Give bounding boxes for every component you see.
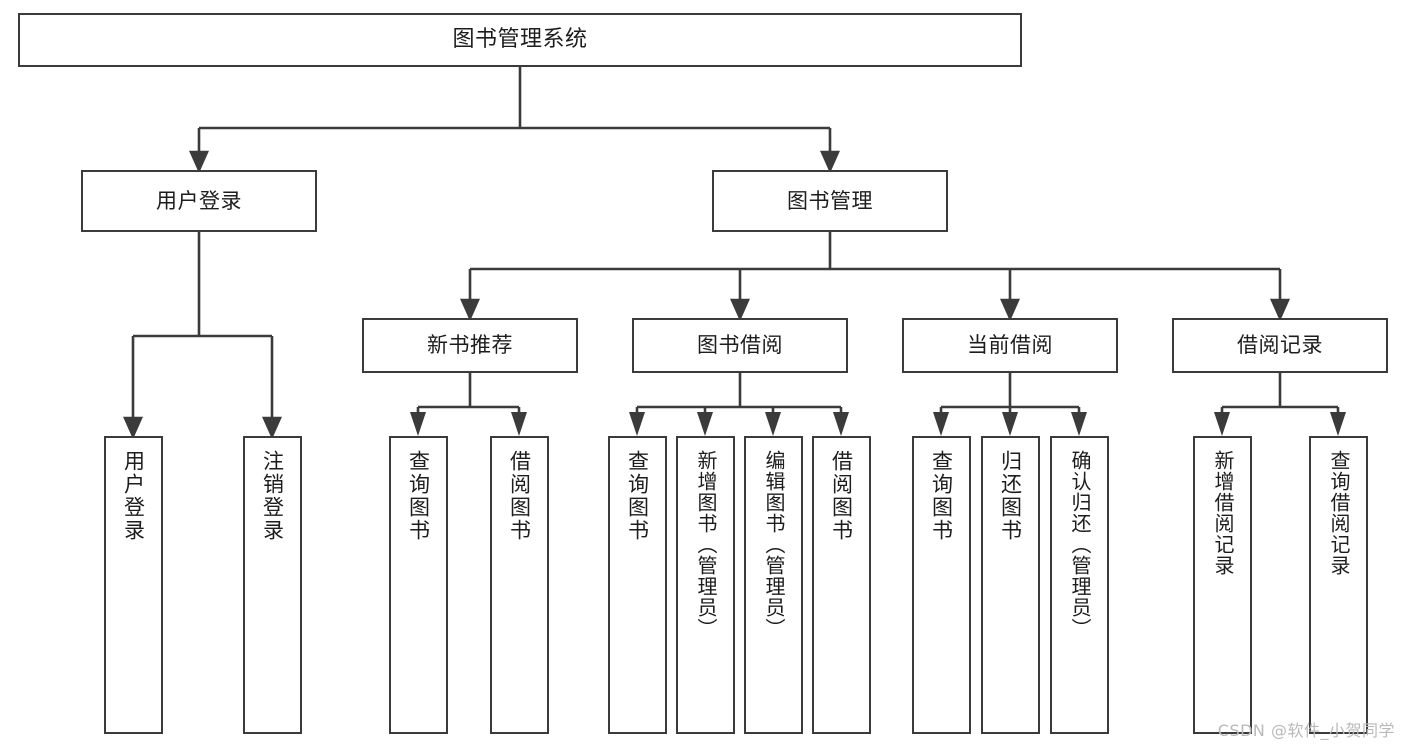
node-book-management[interactable]: 图书管理: [712, 170, 948, 232]
leaf-current-borrow-query[interactable]: 查询图书: [912, 436, 971, 734]
leaf-borrow-record-add[interactable]: 新增借阅记录: [1193, 436, 1252, 734]
node-label: 新增借阅记录: [1211, 450, 1235, 576]
node-label: 查询图书: [406, 450, 431, 542]
leaf-book-borrow-borrow[interactable]: 借阅图书: [812, 436, 871, 734]
leaf-user-login-login[interactable]: 用户登录: [104, 436, 163, 734]
leaf-current-borrow-confirm-return[interactable]: 确认归还（管理员）: [1050, 436, 1109, 734]
leaf-borrow-record-query[interactable]: 查询借阅记录: [1309, 436, 1368, 734]
node-current-borrow[interactable]: 当前借阅: [902, 318, 1118, 373]
node-label: 当前借阅: [967, 333, 1053, 358]
node-label: 查询图书: [929, 450, 954, 542]
node-label: 用户登录: [121, 450, 146, 542]
node-user-login[interactable]: 用户登录: [81, 170, 317, 232]
node-label: 查询借阅记录: [1327, 450, 1351, 576]
node-label: 新书推荐: [427, 333, 513, 358]
leaf-book-borrow-query[interactable]: 查询图书: [608, 436, 667, 734]
leaf-current-borrow-return[interactable]: 归还图书: [981, 436, 1040, 734]
node-label: 注销登录: [260, 450, 285, 542]
node-borrow-record[interactable]: 借阅记录: [1172, 318, 1388, 373]
node-label: 归还图书: [998, 450, 1023, 542]
node-label: 借阅记录: [1237, 333, 1323, 358]
leaf-new-book-borrow[interactable]: 借阅图书: [490, 436, 549, 734]
node-label: 图书管理: [787, 188, 873, 213]
node-book-borrow[interactable]: 图书借阅: [632, 318, 848, 373]
leaf-book-borrow-add[interactable]: 新增图书（管理员）: [676, 436, 735, 734]
leaf-book-borrow-edit[interactable]: 编辑图书（管理员）: [744, 436, 803, 734]
node-label: 新增图书（管理员）: [694, 450, 718, 639]
leaf-user-login-logout[interactable]: 注销登录: [243, 436, 302, 734]
node-label: 查询图书: [625, 450, 650, 542]
node-label: 借阅图书: [507, 450, 532, 542]
node-root-system[interactable]: 图书管理系统: [18, 13, 1022, 67]
watermark-text: CSDN @软件_小贺同学: [1217, 721, 1395, 740]
leaf-new-book-query[interactable]: 查询图书: [389, 436, 448, 734]
node-label: 图书借阅: [697, 333, 783, 358]
node-label: 借阅图书: [829, 450, 854, 542]
node-label: 用户登录: [156, 188, 242, 213]
node-new-book-recommend[interactable]: 新书推荐: [362, 318, 578, 373]
node-label: 图书管理系统: [452, 27, 588, 53]
node-label: 确认归还（管理员）: [1068, 450, 1092, 639]
node-label: 编辑图书（管理员）: [762, 450, 786, 639]
